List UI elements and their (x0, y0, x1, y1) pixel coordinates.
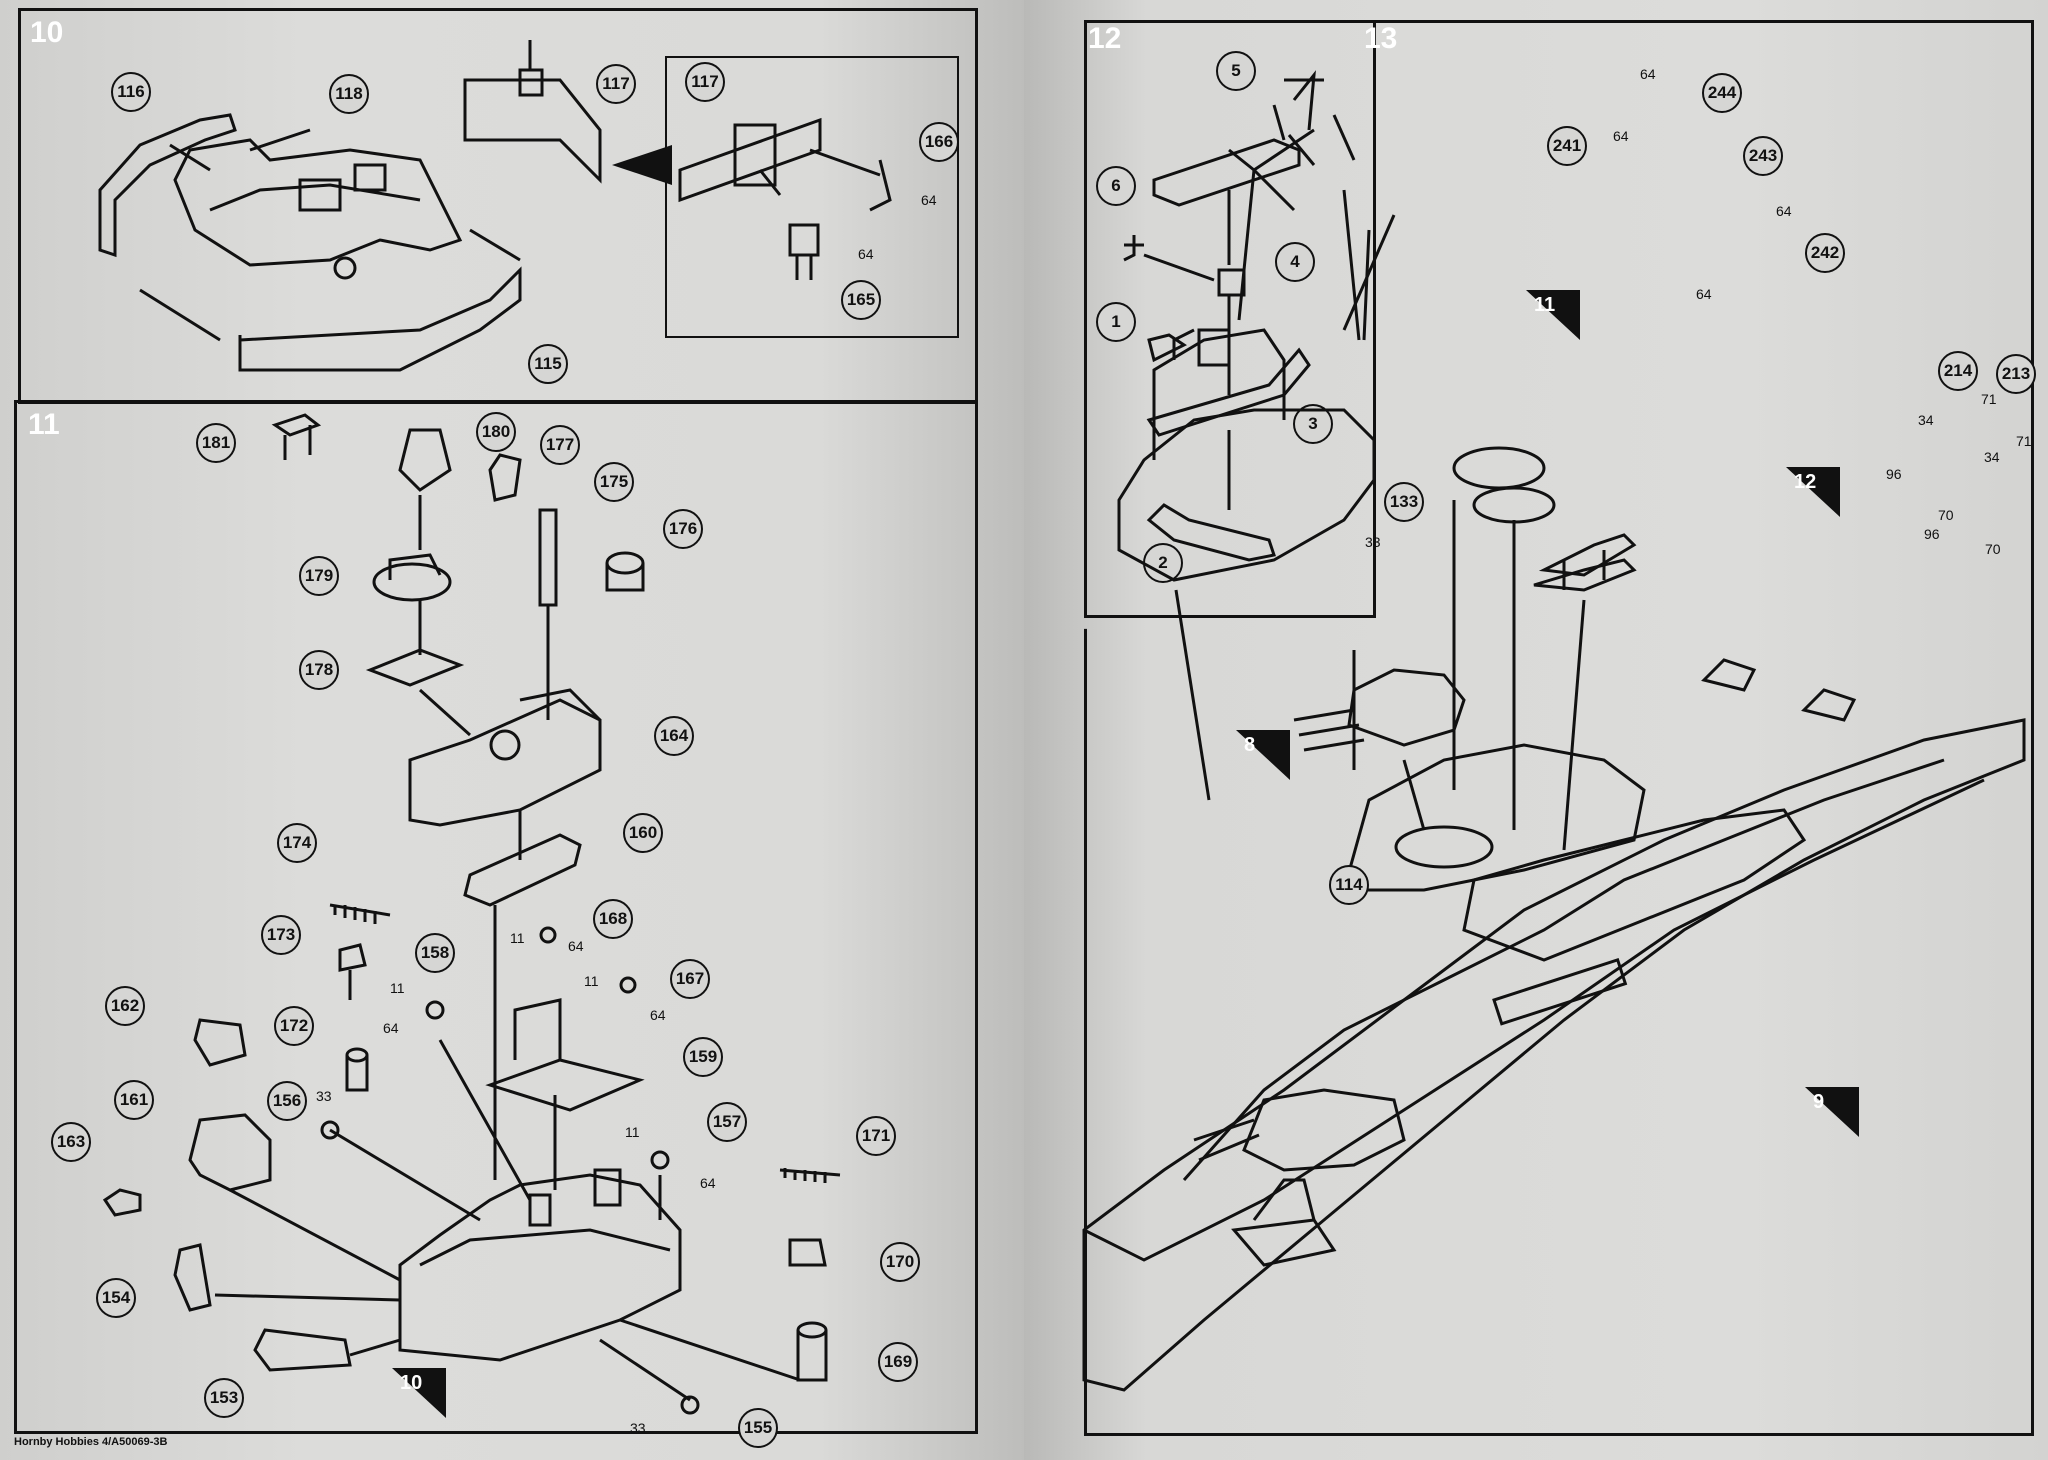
step-10-inset (665, 56, 959, 338)
right-page: 12 5 6 4 1 3 2 13 (1024, 0, 2048, 1460)
step-13-panel (1084, 20, 2034, 1436)
part-241-label: 241 (1547, 126, 1587, 166)
code-96-a: 96 (1886, 466, 1902, 482)
part-117-label: 117 (596, 64, 636, 104)
code-33: 33 (1365, 534, 1381, 550)
ref-tag-9-text: 9 (1813, 1091, 1825, 1113)
step-11-drawing (102, 413, 841, 1415)
code-64-a: 64 (1640, 66, 1656, 82)
footer-text: Hornby Hobbies 4/A50069-3B (14, 1436, 168, 1448)
part-214-label: 214 (1938, 351, 1978, 391)
ref-tag-8: 8 (1236, 730, 1290, 780)
part-159-label: 159 (683, 1037, 723, 1077)
part-176-label: 176 (663, 509, 703, 549)
step-10-drawing (98, 40, 892, 372)
code-64-d: 64 (700, 1175, 716, 1191)
part-6-label: 6 (1096, 166, 1136, 206)
step-10-number: 10 (30, 16, 64, 49)
part-243-label: 243 (1743, 136, 1783, 176)
part-166-label: 166 (919, 122, 959, 162)
step-12-panel (1084, 20, 1376, 618)
part-175-label: 175 (594, 462, 634, 502)
part-163-label: 163 (51, 1122, 91, 1162)
part-170-label: 170 (880, 1242, 920, 1282)
ref-tag-9: 9 (1805, 1087, 1859, 1137)
step-13-number: 13 (1364, 22, 1398, 55)
code-70-b: 70 (1985, 541, 2001, 557)
part-181-label: 181 (196, 423, 236, 463)
code-71-a: 71 (1981, 391, 1997, 407)
code-11-a: 11 (510, 930, 525, 946)
part-161-label: 161 (114, 1080, 154, 1120)
step-12-number: 12 (1088, 22, 1122, 55)
part-155-label: 155 (738, 1408, 778, 1448)
step-13-ship-drawing (1082, 70, 2026, 1392)
code-70-a: 70 (1938, 507, 1954, 523)
paint-code-64-b: 64 (858, 246, 874, 262)
part-180-label: 180 (476, 412, 516, 452)
code-64-a: 64 (568, 938, 584, 954)
part-5-label: 5 (1216, 51, 1256, 91)
part-168-label: 168 (593, 899, 633, 939)
code-11-c: 11 (584, 973, 599, 989)
part-118-label: 118 (329, 74, 369, 114)
code-71-b: 71 (2016, 433, 2032, 449)
ref-tag-10-text: 10 (400, 1372, 423, 1394)
code-64-c: 64 (1776, 203, 1792, 219)
part-115-label: 115 (528, 344, 568, 384)
part-157-label: 157 (707, 1102, 747, 1142)
part-173-label: 173 (261, 915, 301, 955)
code-64-b: 64 (1613, 128, 1629, 144)
part-153-label: 153 (204, 1378, 244, 1418)
code-11-b: 11 (390, 980, 405, 996)
paint-code-64-a: 64 (921, 192, 937, 208)
inset-pointer-arrow (612, 145, 672, 185)
part-242-label: 242 (1805, 233, 1845, 273)
part-178-label: 178 (299, 650, 339, 690)
part-160-label: 160 (623, 813, 663, 853)
ref-tag-12-text: 12 (1794, 471, 1817, 493)
part-2-label: 2 (1143, 543, 1183, 583)
ref-tag-11-text: 11 (1534, 294, 1556, 316)
ref-tag-11: 11 (1526, 290, 1580, 340)
part-213-label: 213 (1996, 354, 2036, 394)
part-172-label: 172 (274, 1006, 314, 1046)
ref-tag-10: 10 (392, 1368, 446, 1418)
part-165-label: 165 (841, 280, 881, 320)
part-167-label: 167 (670, 959, 710, 999)
code-64-c: 64 (650, 1007, 666, 1023)
part-164-label: 164 (654, 716, 694, 756)
code-11-d: 11 (625, 1124, 640, 1140)
part-133-label: 133 (1384, 482, 1424, 522)
part-154-label: 154 (96, 1278, 136, 1318)
code-33-b: 33 (630, 1420, 646, 1436)
code-33-a: 33 (316, 1088, 332, 1104)
part-116-label: 116 (111, 72, 151, 112)
part-171-label: 171 (856, 1116, 896, 1156)
code-64-d: 64 (1696, 286, 1712, 302)
part-117-inset-label: 117 (685, 62, 725, 102)
ref-tag-12: 12 (1786, 467, 1840, 517)
part-174-label: 174 (277, 823, 317, 863)
part-162-label: 162 (105, 986, 145, 1026)
part-177-label: 177 (540, 425, 580, 465)
part-169-label: 169 (878, 1342, 918, 1382)
part-114-label: 114 (1329, 865, 1369, 905)
code-34-b: 34 (1984, 449, 2000, 465)
step-11-panel (14, 400, 978, 1434)
code-34-a: 34 (1918, 412, 1934, 428)
step-11-number: 11 (28, 408, 60, 441)
ref-tag-8-text: 8 (1244, 734, 1256, 756)
step-12-drawing (1123, 138, 1311, 562)
left-page: 10 (0, 0, 1024, 1460)
part-179-label: 179 (299, 556, 339, 596)
part-244-label: 244 (1702, 73, 1742, 113)
code-96-b: 96 (1924, 526, 1940, 542)
part-1-label: 1 (1096, 302, 1136, 342)
part-4-label: 4 (1275, 242, 1315, 282)
part-156-label: 156 (267, 1081, 307, 1121)
code-64-b: 64 (383, 1020, 399, 1036)
part-158-label: 158 (415, 933, 455, 973)
